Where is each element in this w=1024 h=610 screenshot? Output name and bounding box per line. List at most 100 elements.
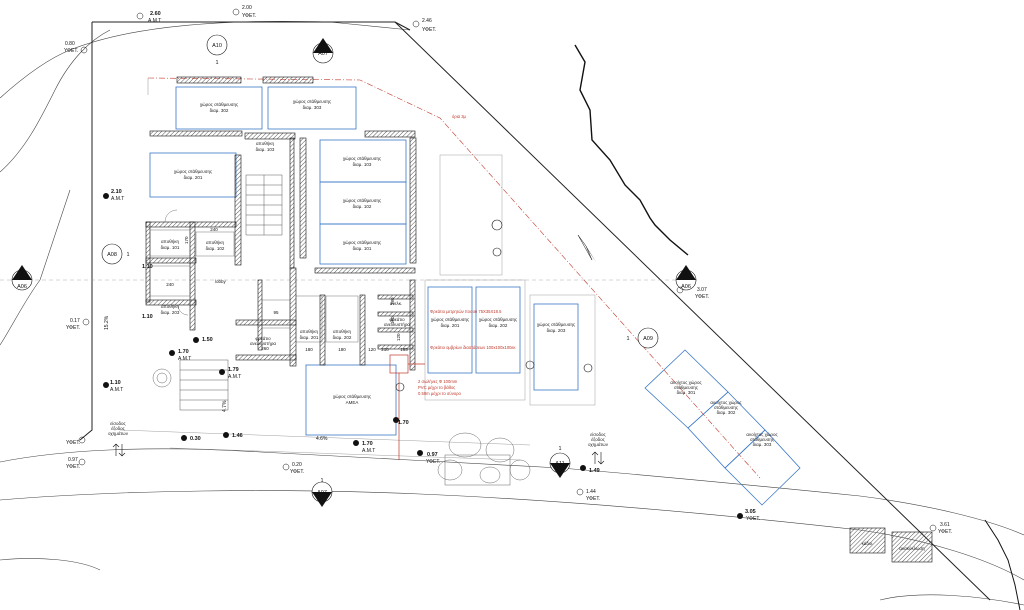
svg-text:ΥΦΕΤ.: ΥΦΕΤ. (426, 459, 440, 465)
terrain-lines (0, 20, 1024, 606)
entrance-steps (179, 359, 229, 411)
note-pipes-3: 0.50m μέχρι το σύνορο (418, 391, 462, 396)
section-marker-a08: A08 1 (101, 243, 130, 265)
svg-text:ΥΦΕΤ.: ΥΦΕΤ. (66, 325, 80, 331)
section-label: A06 (17, 284, 27, 290)
level-marker: 1.50 (193, 337, 213, 343)
section-number: 1 (320, 478, 323, 484)
level-marker: 1.79Α.Μ.Τ (219, 367, 241, 380)
walls (145, 76, 933, 563)
svg-text:ΥΦΕΤ.: ΥΦΕΤ. (242, 13, 256, 19)
label-bins: κάδοι (862, 540, 873, 546)
level-marker: 1.46 (223, 432, 243, 439)
svg-text:0.17: 0.17 (70, 318, 80, 324)
level-marker: 2.10Α.Μ.Τ (103, 189, 124, 202)
plot-boundary (79, 21, 991, 601)
level-label: 1.10 (142, 314, 153, 320)
svg-text:ΥΦΕΤ.: ΥΦΕΤ. (746, 516, 760, 522)
svg-text:ΥΦΕΤ.: ΥΦΕΤ. (290, 469, 304, 475)
svg-text:1.50: 1.50 (202, 337, 213, 343)
note-storm-pit: Φρεάτιο ομβρίων διαστάσεων 100x100x100εκ (430, 345, 516, 350)
svg-text:210: 210 (381, 347, 389, 352)
section-label: A08 (107, 252, 117, 258)
svg-text:240: 240 (210, 227, 218, 232)
svg-text:Α.Μ.Τ: Α.Μ.Τ (178, 356, 191, 362)
section-number: 1 (215, 60, 218, 66)
slope-label: 4.6% (316, 436, 328, 442)
level-marker: 2.60Α.Μ.Τ (136, 11, 161, 24)
vegetation (152, 368, 531, 486)
svg-text:240: 240 (166, 282, 174, 287)
svg-text:2.60: 2.60 (150, 11, 161, 17)
svg-text:1.70: 1.70 (398, 420, 409, 426)
svg-text:1.70: 1.70 (362, 441, 373, 447)
section-number: 1 (684, 272, 687, 278)
svg-text:165: 165 (400, 347, 408, 352)
level-marker: 1.70 (393, 417, 409, 426)
level-marker: 1.70Α.Μ.Τ (169, 349, 191, 362)
svg-text:2.10: 2.10 (111, 189, 122, 195)
slope-label: 4.7% (222, 400, 228, 412)
svg-text:ΥΦΕΤ.: ΥΦΕΤ. (422, 27, 436, 33)
svg-text:180: 180 (338, 347, 346, 352)
svg-text:0.30: 0.30 (190, 436, 201, 442)
courtyard-lines (0, 154, 700, 461)
svg-text:3.61: 3.61 (940, 522, 950, 528)
section-marker-a11: A11 1 (549, 446, 571, 478)
section-marker-a10: A10 1 (206, 34, 228, 66)
section-label: A07 (317, 490, 327, 496)
svg-text:170: 170 (184, 236, 189, 244)
svg-text:260: 260 (261, 346, 269, 351)
svg-text:1.44: 1.44 (586, 489, 596, 495)
level-label: 1.10 (142, 264, 153, 270)
svg-text:1.49: 1.49 (589, 468, 600, 474)
plot-boundary-inner (147, 77, 761, 479)
room-lift: ανελκ. (390, 301, 403, 306)
svg-text:0.20: 0.20 (292, 462, 302, 468)
svg-text:ΥΦΕΤ.: ΥΦΕΤ. (586, 496, 600, 502)
svg-text:95: 95 (273, 310, 279, 315)
svg-text:Α.Μ.Τ: Α.Μ.Τ (228, 374, 241, 380)
level-marker: 1.49 (580, 465, 600, 474)
section-label: A06 (681, 284, 691, 290)
svg-text:3.07: 3.07 (697, 287, 707, 293)
utility-lines (389, 354, 425, 460)
section-number: 1 (321, 41, 324, 47)
note-boundary: όρια 3μ (452, 114, 467, 119)
note-pipes-1: 2 σωλήνες Φ 100mm (418, 379, 458, 384)
svg-text:2.00: 2.00 (242, 5, 252, 11)
dimensions: 240 170 240 95 260 180 180 120 210 180 1… (166, 227, 408, 352)
svg-text:180: 180 (305, 347, 313, 352)
label-recycling: ανακύκλωση (899, 545, 925, 551)
svg-text:180: 180 (390, 316, 395, 324)
section-marker-a06-right: A06 1 (675, 265, 697, 291)
site-edge-line (574, 44, 689, 256)
svg-text:0.80: 0.80 (65, 41, 75, 47)
entrance-arrows (112, 443, 605, 465)
svg-text:1.79: 1.79 (228, 367, 239, 373)
section-label: A11 (555, 461, 564, 467)
svg-text:120: 120 (368, 347, 376, 352)
slope-label: 15.2% (104, 315, 110, 330)
svg-text:Α.Μ.Τ: Α.Μ.Τ (111, 196, 124, 202)
interior-lines (149, 209, 359, 343)
level-marker: ΥΦΕΤ. (66, 436, 86, 446)
